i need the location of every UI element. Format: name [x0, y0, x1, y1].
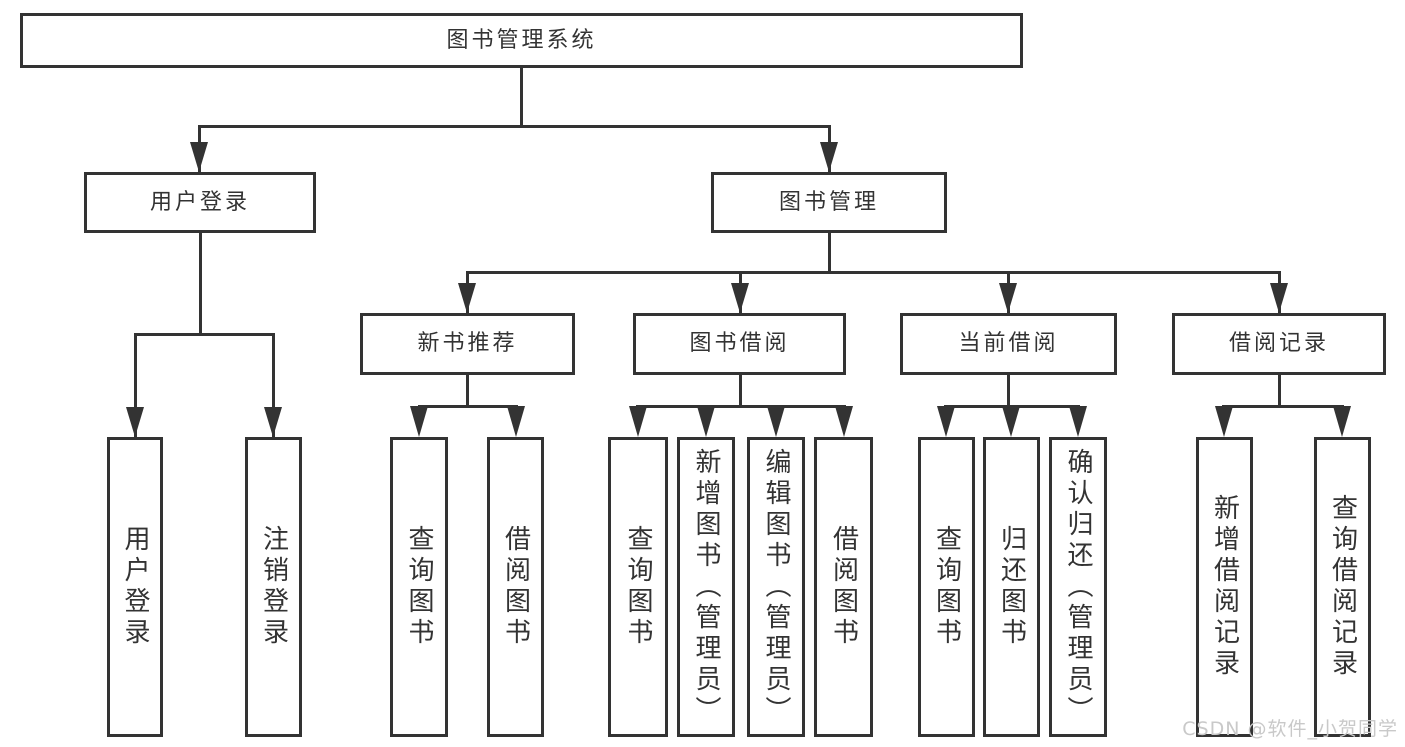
arrowhead-to-user-login	[190, 142, 208, 172]
arrowhead-to-leaf-edit-book	[767, 406, 785, 437]
connector-level2-horizontal-line	[197, 124, 831, 128]
arrowhead-to-leaf-add-book	[697, 406, 715, 437]
leaf-label: 归还图书	[996, 525, 1027, 649]
node-book-management: 图书管理	[711, 172, 947, 233]
connector-user-login-horizontal-line	[133, 332, 275, 336]
leaf-user-login: 用户登录	[107, 437, 163, 737]
leaf-add-borrow-record: 新增借阅记录	[1196, 437, 1253, 737]
node-label: 当前借阅	[958, 331, 1059, 356]
connector-drop-leaf-logout	[271, 334, 275, 437]
leaf-borrow-books-1: 借阅图书	[487, 437, 544, 737]
node-book-borrow: 图书借阅	[633, 313, 846, 375]
connector-new-book-down-line	[465, 375, 469, 406]
leaf-borrow-books-2: 借阅图书	[814, 437, 873, 737]
leaf-label: 用户登录	[120, 525, 150, 649]
node-label: 借阅记录	[1228, 331, 1329, 356]
connector-level3-horizontal-line	[465, 270, 1281, 274]
connector-drop-leaf-user-login	[133, 334, 137, 437]
csdn-watermark: CSDN @软件_小贺同学	[1182, 718, 1398, 740]
leaf-label: 查询图书	[931, 525, 962, 649]
node-borrow-records: 借阅记录	[1172, 313, 1386, 375]
leaf-edit-book-admin: 编辑图书（管理员）	[747, 437, 805, 737]
leaf-label: 编辑图书（管理员）	[761, 447, 791, 727]
arrowhead-to-borrow-records	[1270, 283, 1288, 313]
leaf-label: 新增图书（管理员）	[691, 447, 721, 727]
arrowhead-to-book-management	[820, 142, 838, 172]
leaf-add-book-admin: 新增图书（管理员）	[677, 437, 735, 737]
arrowhead-to-leaf-user-login	[126, 407, 144, 437]
arrowhead-to-current-borrow	[999, 283, 1017, 313]
arrowhead-to-leaf-query-books-1	[410, 406, 428, 437]
arrowhead-to-leaf-return-book	[1002, 406, 1020, 437]
leaf-label: 借阅图书	[500, 525, 531, 649]
leaf-label: 注销登录	[258, 525, 289, 649]
connector-borrow-records-down-line	[1277, 375, 1281, 406]
leaf-confirm-return-admin: 确认归还（管理员）	[1049, 437, 1107, 737]
node-label: 用户登录	[149, 189, 250, 215]
arrowhead-to-new-book	[458, 283, 476, 313]
leaf-label: 查询图书	[623, 525, 653, 649]
leaf-query-books-2: 查询图书	[608, 437, 668, 737]
leaf-label: 新增借阅记录	[1209, 494, 1240, 680]
leaf-label: 查询借阅记录	[1327, 494, 1358, 680]
connector-user-login-down-line	[198, 233, 202, 334]
arrowhead-to-leaf-query-borrow-record	[1333, 406, 1351, 437]
connector-book-borrow-down-line	[738, 375, 742, 406]
connector-borrow-records-horizontal-line	[1222, 404, 1344, 408]
arrowhead-to-leaf-query-books-3	[937, 406, 955, 437]
node-current-borrow: 当前借阅	[900, 313, 1117, 375]
node-new-book-recommend: 新书推荐	[360, 313, 575, 375]
node-library-management-system: 图书管理系统	[20, 13, 1023, 68]
connector-book-borrow-horizontal-line	[636, 404, 846, 408]
arrowhead-to-leaf-query-books-2	[629, 406, 647, 437]
arrowhead-to-leaf-add-borrow-record	[1215, 406, 1233, 437]
leaf-label: 确认归还（管理员）	[1063, 447, 1093, 727]
node-label: 图书管理系统	[446, 27, 597, 53]
connector-root-down-line	[519, 68, 523, 126]
connector-current-borrow-down-line	[1006, 375, 1010, 406]
arrowhead-to-leaf-borrow-books-1	[507, 406, 525, 437]
node-user-login: 用户登录	[84, 172, 316, 233]
connector-new-book-horizontal-line	[417, 404, 518, 408]
leaf-query-books-3: 查询图书	[918, 437, 975, 737]
arrowhead-to-leaf-confirm-return	[1069, 406, 1087, 437]
leaf-query-books-1: 查询图书	[390, 437, 448, 737]
node-label: 图书管理	[778, 189, 879, 215]
leaf-query-borrow-record: 查询借阅记录	[1314, 437, 1371, 737]
arrowhead-to-leaf-borrow-books-2	[835, 406, 853, 437]
node-label: 新书推荐	[417, 331, 518, 356]
leaf-label: 查询图书	[404, 525, 434, 649]
leaf-logout: 注销登录	[245, 437, 302, 737]
connector-book-management-down-line	[827, 233, 831, 272]
arrowhead-to-leaf-logout	[264, 407, 282, 437]
node-label: 图书借阅	[689, 331, 790, 356]
arrowhead-to-book-borrow	[731, 283, 749, 313]
leaf-return-book: 归还图书	[983, 437, 1040, 737]
leaf-label: 借阅图书	[828, 525, 859, 649]
